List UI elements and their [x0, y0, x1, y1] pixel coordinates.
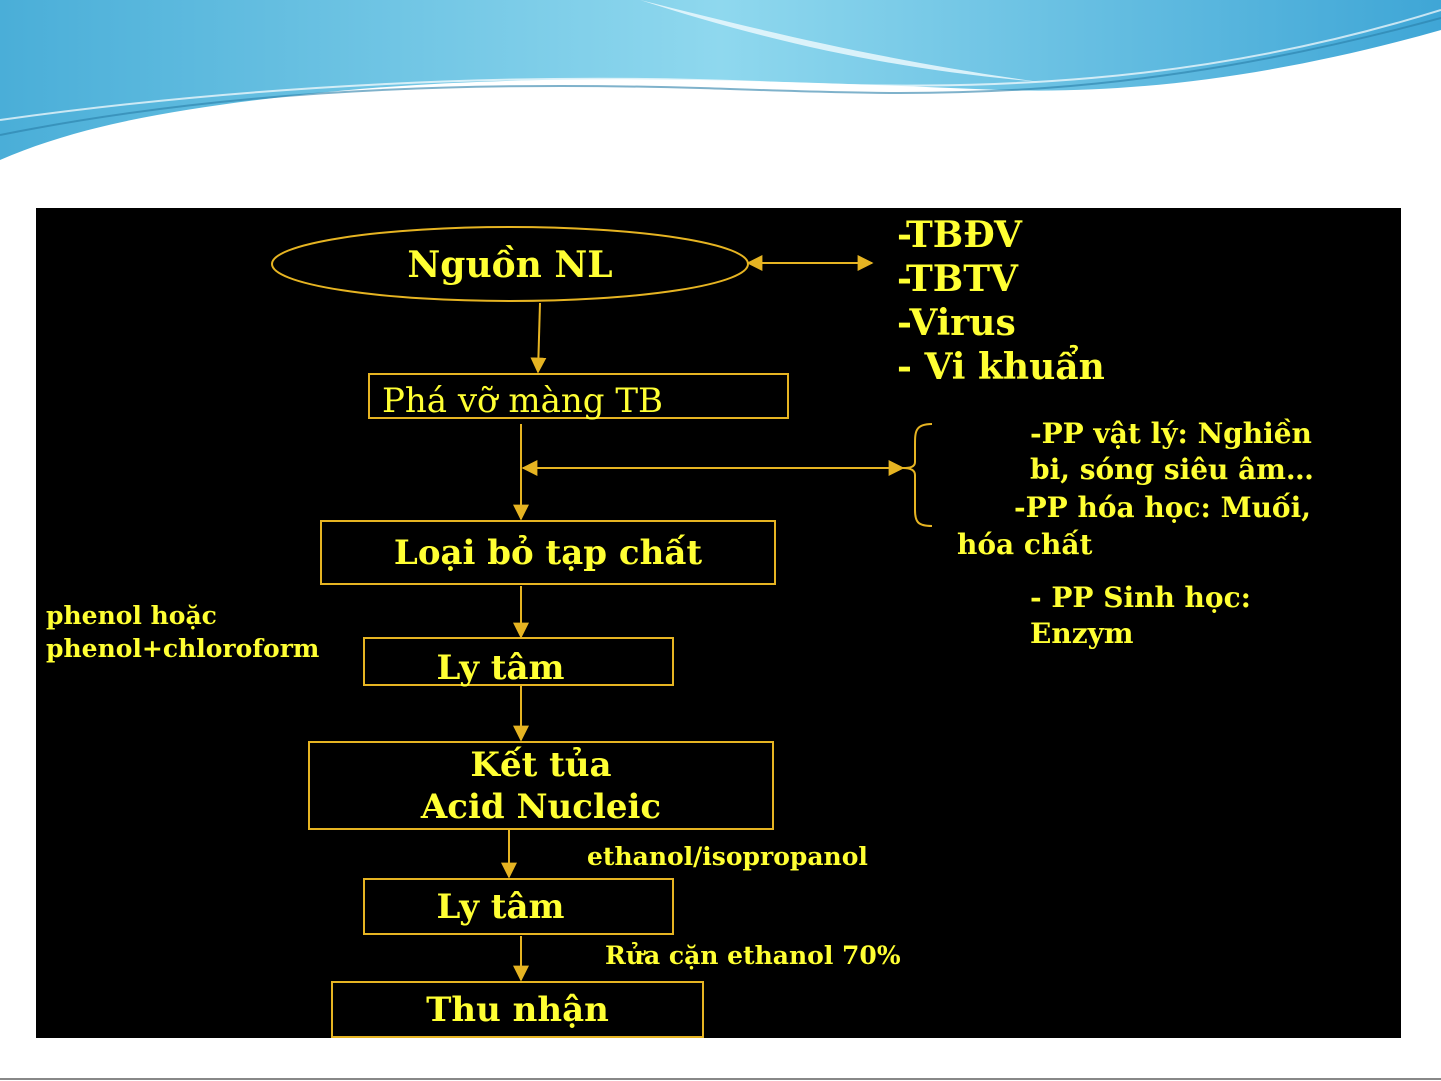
precipitate-box: Kết tủa Acid Nucleic [308, 741, 774, 830]
method-biological-line1: - PP Sinh học: [1030, 581, 1251, 614]
flowchart-panel [36, 208, 1401, 1038]
source-item-virus: -Virus [897, 302, 1016, 344]
method-physical-line1: -PP vật lý: Nghiền [1030, 417, 1312, 450]
collect-box: Thu nhận [331, 981, 704, 1038]
precipitate-label-line2: Acid Nucleic [421, 786, 661, 828]
collect-label: Thu nhận [426, 990, 609, 1030]
break-membrane-label: Phá vỡ màng TB [382, 381, 663, 421]
precipitate-label-line1: Kết tủa [470, 744, 611, 786]
remove-impurities-label: Loại bỏ tạp chất [394, 533, 702, 573]
method-chemical-line2: hóa chất [957, 528, 1092, 561]
break-membrane-box: Phá vỡ màng TB [368, 373, 789, 419]
source-item-plant-cells: -TBTV [897, 258, 1018, 300]
method-chemical-line1: -PP hóa học: Muối, [1014, 491, 1311, 524]
method-physical-line2: bi, sóng siêu âm… [1030, 453, 1314, 486]
remove-impurities-box: Loại bỏ tạp chất [320, 520, 776, 585]
centrifuge-label-2: Ly tâm [437, 887, 565, 927]
method-biological-line2: Enzym [1030, 617, 1134, 650]
source-item-bacteria: - Vi khuẩn [897, 346, 1105, 388]
reagent-phenol-line1: phenol hoặc [46, 601, 217, 630]
centrifuge-box-2: Ly tâm [363, 878, 674, 935]
source-item-animal-cells: -TBĐV [897, 214, 1022, 256]
centrifuge-box-1: Ly tâm [363, 637, 674, 686]
reagent-phenol-line2: phenol+chloroform [46, 634, 319, 663]
source-label: Nguồn NL [407, 244, 612, 286]
centrifuge-label-1: Ly tâm [437, 648, 565, 688]
source-node: Nguồn NL [330, 240, 690, 290]
reagent-wash: Rửa cặn ethanol 70% [605, 941, 901, 970]
reagent-alcohol: ethanol/isopropanol [587, 842, 868, 871]
